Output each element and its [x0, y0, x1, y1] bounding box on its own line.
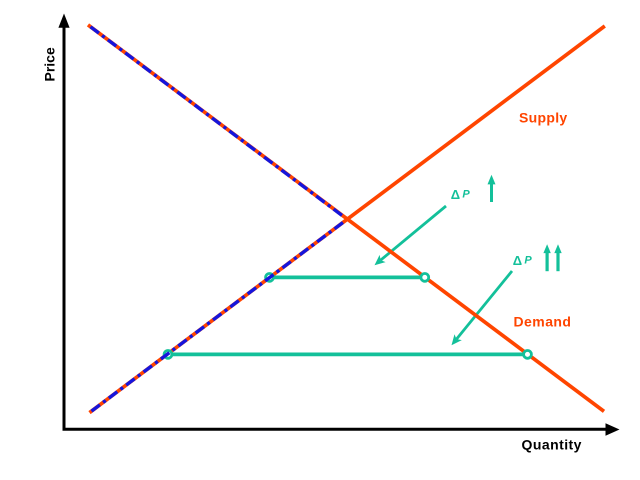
svg-text:Price: Price — [42, 47, 58, 81]
svg-text:Demand: Demand — [514, 314, 572, 330]
svg-text:Quantity: Quantity — [522, 437, 582, 453]
svg-text:ΔP: ΔP — [451, 187, 472, 202]
svg-text:Supply: Supply — [519, 110, 567, 126]
svg-text:ΔP: ΔP — [513, 253, 534, 268]
